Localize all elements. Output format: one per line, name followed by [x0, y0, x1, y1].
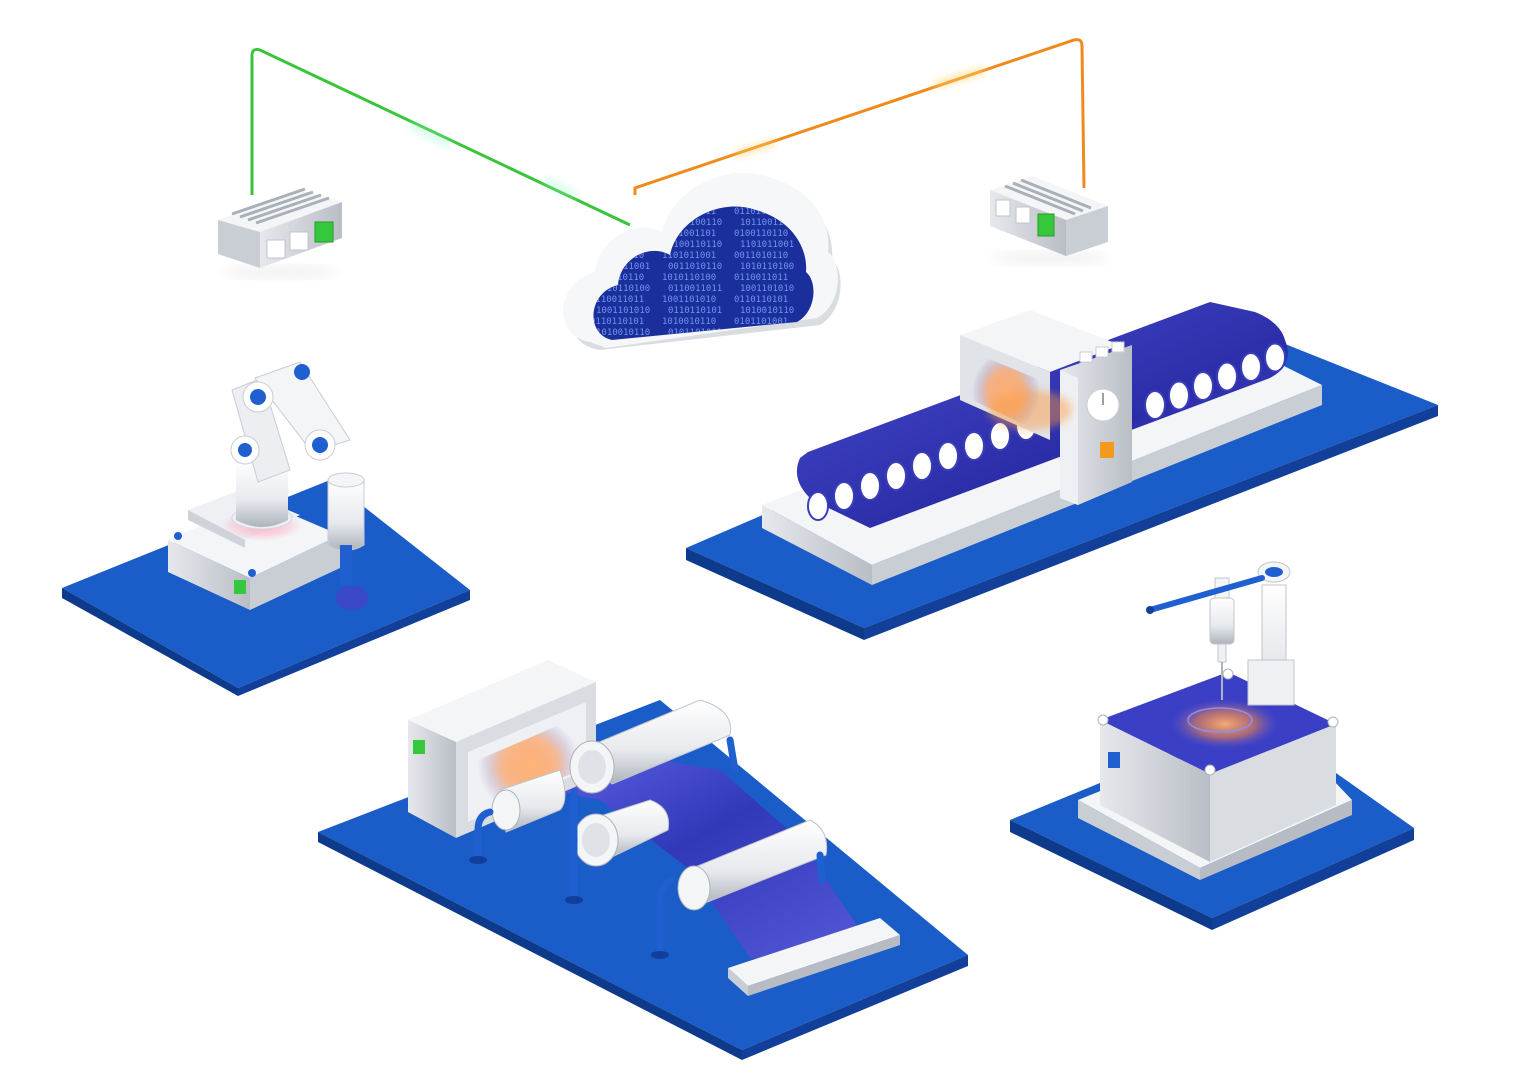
binary-digit-row: 0011010110	[668, 262, 722, 272]
roller-right	[677, 819, 828, 911]
cloud-screen	[593, 206, 814, 340]
conveyor-roller	[1144, 390, 1166, 420]
binary-digit-row: 1001101010	[662, 295, 716, 305]
green-cable-glow-2	[408, 122, 452, 148]
status-led-green	[1037, 213, 1055, 237]
binary-digit-row: 1010010110	[596, 328, 650, 338]
orange-cable-glow	[934, 67, 986, 88]
binary-digit-row: 0011010110	[734, 251, 788, 261]
binary-digit-row: 0110110101	[668, 306, 722, 316]
roll-to-roll-station	[318, 660, 968, 1060]
port-1	[995, 199, 1011, 217]
port-2	[1015, 206, 1031, 224]
binary-digit-row: 1011001101	[740, 218, 794, 228]
binary-digit-row: 1101011001	[662, 251, 716, 261]
status-badge-blue	[1108, 752, 1120, 768]
platform-side-left	[686, 548, 864, 640]
binary-digit-row: 1001101010	[596, 306, 650, 316]
binary-digit-row: 1010010110	[740, 306, 794, 316]
platform-side-right	[864, 405, 1438, 640]
binary-digit-row: 1011001101	[662, 229, 716, 239]
binary-digit-row: 1010110100	[662, 273, 716, 283]
status-badge-green	[234, 580, 246, 594]
green-cable-glow-3	[543, 177, 577, 198]
conveyor-roller	[1192, 371, 1214, 401]
dispenser-arm	[1147, 575, 1265, 613]
vent-slats	[1004, 178, 1092, 216]
binary-digit-row: 0100110110	[734, 229, 788, 239]
binary-digit-row: 1010110100	[740, 262, 794, 272]
conveyor-roller	[963, 431, 985, 461]
status-led-green	[314, 221, 334, 243]
conveyor-roller	[1240, 352, 1262, 382]
platform-side-left	[318, 832, 742, 1060]
cloud-data: 0101101001110010101101101001101100101011…	[563, 172, 841, 350]
conveyor-roller	[911, 451, 933, 481]
binary-digit-row: 0110011011	[668, 284, 722, 294]
binary-digit-row: 1001101010	[740, 284, 794, 294]
conveyor-roller	[807, 491, 829, 521]
conveyor-roller	[1168, 380, 1190, 411]
status-badge-orange	[1100, 442, 1114, 458]
orange-cable	[633, 38, 1086, 195]
binary-digit-row: 1101011001	[740, 240, 794, 250]
binary-digit-row: 1010110100	[596, 284, 650, 294]
conveyor-roller	[833, 481, 855, 511]
robot-arm-station	[62, 361, 470, 696]
platform-side-right	[1212, 828, 1414, 930]
dispensing-station	[1010, 561, 1414, 930]
vent-slats	[231, 187, 330, 225]
green-cable	[250, 48, 631, 227]
roller-top	[569, 699, 732, 794]
binary-digit-row: 0110110101	[590, 317, 644, 327]
orange-cable-glow-2	[734, 139, 776, 158]
roller-stands	[474, 736, 826, 959]
binary-digit-row: 0110110101	[734, 295, 788, 305]
status-badge-green	[413, 740, 425, 754]
gripper-cup	[336, 586, 368, 610]
binary-digit-row: 0110011011	[590, 295, 644, 305]
conveyor-oven-station	[686, 302, 1438, 640]
binary-digit-row: 0100110110	[668, 240, 722, 250]
binary-digit-row: 0110011011	[734, 273, 788, 283]
edge-gateway-left	[218, 187, 342, 278]
conveyor-roller	[1264, 342, 1286, 373]
printed-sheet	[470, 748, 860, 962]
port-1	[266, 239, 286, 259]
network-cables	[249, 38, 1086, 227]
conveyor-roller	[937, 441, 959, 471]
edge-gateway-right	[990, 176, 1110, 264]
conveyor-roller	[885, 461, 907, 491]
binary-digit-row: 0110100110	[734, 207, 788, 217]
port-2	[289, 231, 309, 251]
conveyor-roller	[1216, 361, 1238, 392]
platform-side-left	[1010, 820, 1212, 930]
platform-side-right	[238, 590, 470, 696]
binary-digit-row: 0101101001	[734, 317, 788, 327]
platform-side-left	[62, 588, 238, 696]
conveyor-roller	[859, 471, 881, 501]
binary-digit-row: 0110100110	[668, 218, 722, 228]
binary-digit-row: 1010010110	[662, 317, 716, 327]
platform-side-right	[742, 955, 968, 1060]
